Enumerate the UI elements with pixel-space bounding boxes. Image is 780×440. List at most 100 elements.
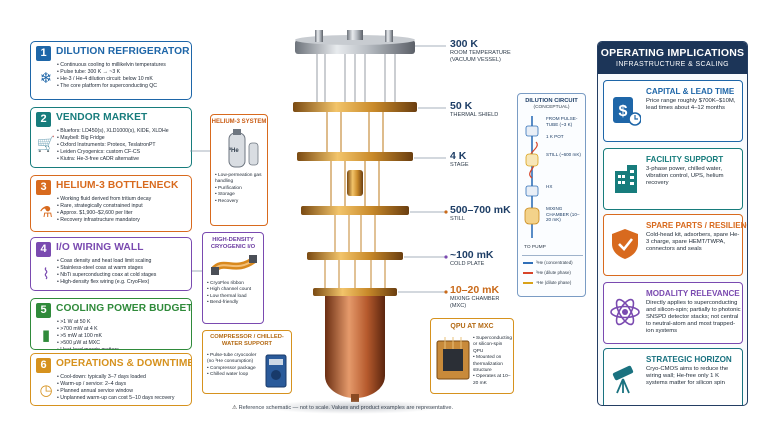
card-item: >700 mW at 4 K — [57, 326, 188, 333]
svg-text:$: $ — [619, 103, 628, 120]
card-item: Oxford Instruments: Proteox, TeslatronPT — [57, 142, 188, 149]
implication-card: FACILITY SUPPORT 3-phase power, chilled w… — [603, 148, 743, 210]
implication-title: STRATEGIC HORIZON — [646, 355, 732, 364]
shield-check-icon — [612, 229, 638, 259]
implication-text: Directly applies to superconducting and … — [646, 300, 741, 335]
footer-note: ⚠ Reference schematic — not to scale. Va… — [232, 405, 453, 411]
card-item: Recovery infrastructure mandatory — [57, 217, 188, 224]
plate-cold — [307, 252, 403, 260]
stage-name: STAGE — [450, 162, 469, 168]
stage-name: THERMAL SHIELD — [450, 112, 499, 118]
card-item: Working fluid derived from tritium decay — [57, 196, 188, 203]
card-number: 4 — [36, 242, 51, 257]
implication-card: SPARE PARTS / RESILIENCE Cold-head kit, a… — [603, 214, 747, 276]
cryogenic-io-box: HIGH-DENSITY CRYOGENIC I/O CryoFlex ribb… — [202, 232, 264, 324]
card-items: Continuous cooling to millikelvin temper… — [57, 62, 188, 90]
card-item: >500 μW at MXC — [57, 340, 188, 347]
card-item: Maybell: Big Fridge — [57, 135, 188, 142]
cryogenic-io-title: HIGH-DENSITY CRYOGENIC I/O — [210, 237, 256, 250]
list-item: Low-permeation gas handling — [215, 173, 267, 186]
legend-entry: ³He (dilute phase) — [523, 270, 571, 275]
list-item: Storage — [215, 192, 267, 198]
card-title: I/O WIRING WALL — [56, 242, 144, 253]
implication-text: Cold-head kit, adsorbers, spare He-3 cha… — [646, 232, 740, 253]
implication-text: 3-phase power, chilled water, vibration … — [646, 166, 724, 187]
implication-text: Cryo-CMOS aims to reduce the wiring wall… — [646, 366, 729, 387]
helium-cylinder-icon: ⚗ — [39, 204, 53, 221]
legend-swatch — [523, 271, 533, 274]
card-item: >5 mW at 100 mK — [57, 333, 188, 340]
card-number: 6 — [36, 358, 51, 373]
circuit-step: STILL (~600 mK) — [546, 152, 581, 157]
list-item: Operates at 10–20 mK — [473, 374, 513, 387]
helium-tank-icon — [228, 129, 259, 168]
card-item: Stainless-steel coax at warm stages — [57, 265, 188, 272]
list-item: Recovery — [215, 199, 267, 205]
stage-temperature: 500–700 mK — [450, 204, 511, 216]
dilution-circuit-subtitle: (CONCEPTUAL) — [533, 105, 570, 110]
building-icon — [615, 165, 637, 193]
implications-header: OPERATING IMPLICATIONS INFRASTRUCTURE & … — [598, 42, 747, 74]
operating-implications-panel: OPERATING IMPLICATIONS INFRASTRUCTURE & … — [597, 41, 748, 406]
implication-title: CAPITAL & LEAD TIME — [646, 87, 735, 96]
card-item: Coax density and heat load limit scaling — [57, 258, 188, 265]
card-number: 2 — [36, 112, 51, 127]
helium-3-system-box: HELIUM-3 SYSTEM ³He Low-permeation gas h… — [210, 114, 268, 226]
card-items: Working fluid derived from tritium decay… — [57, 196, 188, 224]
card-item: Kiutra: He-3-free cADR alternative — [57, 156, 188, 163]
card-item: He-3 / He-4 dilution circuit: below 10 m… — [57, 76, 188, 83]
list-item: Chilled water loop — [207, 372, 263, 378]
card-number: 3 — [36, 180, 51, 195]
dilution-circuit-diagram — [524, 116, 540, 238]
card-items: Bluefors: LD450(s), XLD1000(s), KIDE, XL… — [57, 128, 188, 163]
implication-title: FACILITY SUPPORT — [646, 155, 724, 164]
legend-entry: ³He (concentrated) — [523, 260, 573, 265]
implications-subtitle: INFRASTRUCTURE & SCALING — [615, 61, 730, 68]
list-item: Superconducting or silicon-spin QPU — [473, 336, 513, 355]
card-item: Warm-up / service: 2–4 days — [57, 381, 188, 388]
plate-50k — [293, 102, 417, 112]
stage-name: COLD PLATE — [450, 261, 485, 267]
warning-icon: ⚠ — [232, 405, 238, 411]
list-item: Compressor package — [207, 366, 263, 372]
atom-icon — [610, 298, 640, 326]
compressor-icon — [265, 354, 287, 388]
qpu-chip-icon — [436, 337, 470, 380]
circuit-step: FROM PULSE-TUBE (~3 K) — [546, 116, 578, 127]
list-item: Pulse-tube cryocooler (no ³He consumptio… — [207, 353, 263, 366]
card-items: Coax density and heat load limit scaling… — [57, 258, 188, 286]
cart-icon: 🛒 — [36, 136, 56, 153]
card-item: High-density flex wiring (e.g. CryoFlex) — [57, 279, 188, 286]
telescope-icon — [612, 365, 634, 394]
implication-text: Price range roughly $700K–$10M, lead tim… — [646, 98, 736, 112]
card-item: Leiden Cryogenics: custom CF-CS — [57, 149, 188, 156]
card-item: The core platform for superconducting QC — [57, 83, 188, 90]
item-list: Low-permeation gas handlingPurificationS… — [215, 173, 267, 205]
list-item: High channel count — [207, 287, 251, 293]
implication-card: $ CAPITAL & LEAD TIME Price range roughly … — [603, 80, 743, 142]
implication-title: SPARE PARTS / RESILIENCE — [646, 221, 748, 230]
item-list: CryoFlex ribbonHigh channel countLow the… — [207, 281, 251, 307]
circuit-step: MIXING CHAMBER (10–20 mK) — [546, 206, 580, 223]
card-item: >1 W at 50 K — [57, 319, 188, 326]
card-item: Heat-load margin matters — [57, 347, 188, 349]
stage-name-2: (VACUUM VESSEL) — [450, 57, 501, 63]
stage-name: STILL — [450, 216, 465, 222]
money-clock-icon: $ — [613, 97, 641, 126]
card-title: OPERATIONS & DOWNTIME — [56, 358, 192, 369]
card-item: Rare, strategically constrained input — [57, 203, 188, 210]
implication-card: STRATEGIC HORIZON Cryo-CMOS aims to reduc… — [603, 348, 743, 405]
snowflake-icon: ❄ — [39, 70, 53, 87]
circuit-step: 1 K POT — [546, 134, 564, 139]
card-items: >1 W at 50 K>700 mW at 4 K>5 mW at 100 m… — [57, 319, 188, 349]
list-item: Mounted on thermalization structure — [473, 355, 513, 374]
